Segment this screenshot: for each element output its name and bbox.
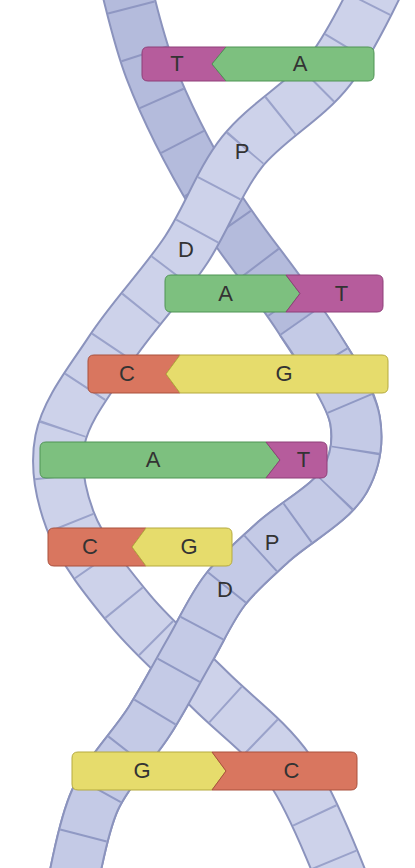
strand-outline [70, 0, 356, 868]
strand-fill [58, 0, 390, 868]
backbone-label: P [265, 532, 280, 554]
backbone-strand [70, 0, 356, 868]
base-bar: A [212, 47, 374, 81]
backbone-label: D [217, 579, 233, 601]
base-bar: G [166, 355, 388, 393]
base-letter: A [146, 449, 161, 471]
base-outline [132, 528, 232, 566]
base-outline [166, 355, 388, 393]
base-bar: A [40, 442, 280, 478]
base-letter: A [218, 283, 233, 305]
base-letter: G [180, 536, 197, 558]
base-letter: C [119, 363, 135, 385]
base-letter: C [82, 536, 98, 558]
strand-segments [70, 0, 356, 868]
base-bar: G [132, 528, 232, 566]
base-shape [286, 275, 383, 312]
strand-segments [70, 320, 356, 868]
base-outline [165, 275, 300, 312]
base-bar: A [165, 275, 300, 312]
base-outline [212, 752, 357, 790]
strand-outline [58, 0, 390, 868]
base-bar: G [72, 752, 226, 790]
backbone-letter: D [217, 577, 233, 602]
base-letter: A [293, 53, 308, 75]
base-letter: T [170, 53, 183, 75]
base-letter: G [275, 363, 292, 385]
base-shape [266, 442, 327, 478]
backbone-letter: P [235, 139, 250, 164]
base-outline [72, 752, 226, 790]
backbone-strand [58, 0, 390, 868]
base-bar: C [48, 528, 146, 566]
base-outline [266, 442, 327, 478]
base-letter: T [297, 449, 310, 471]
base-letter: C [284, 760, 300, 782]
base-bar: C [212, 752, 357, 790]
base-letter: T [335, 283, 348, 305]
strand-fill [70, 0, 356, 868]
base-letter: G [133, 760, 150, 782]
base-outline [286, 275, 383, 312]
base-outline [48, 528, 146, 566]
backbone-letter: P [265, 530, 280, 555]
base-bar: T [266, 442, 327, 478]
base-bar: T [286, 275, 383, 312]
backbone-label: P [235, 141, 250, 163]
backbone-strand [70, 320, 356, 868]
backbone-label: D [178, 239, 194, 261]
strand-outline [70, 320, 356, 868]
base-outline [212, 47, 374, 81]
backbone-letter: D [178, 237, 194, 262]
base-outline [40, 442, 280, 478]
strand-fill [70, 320, 356, 868]
strand-segments [58, 0, 390, 868]
